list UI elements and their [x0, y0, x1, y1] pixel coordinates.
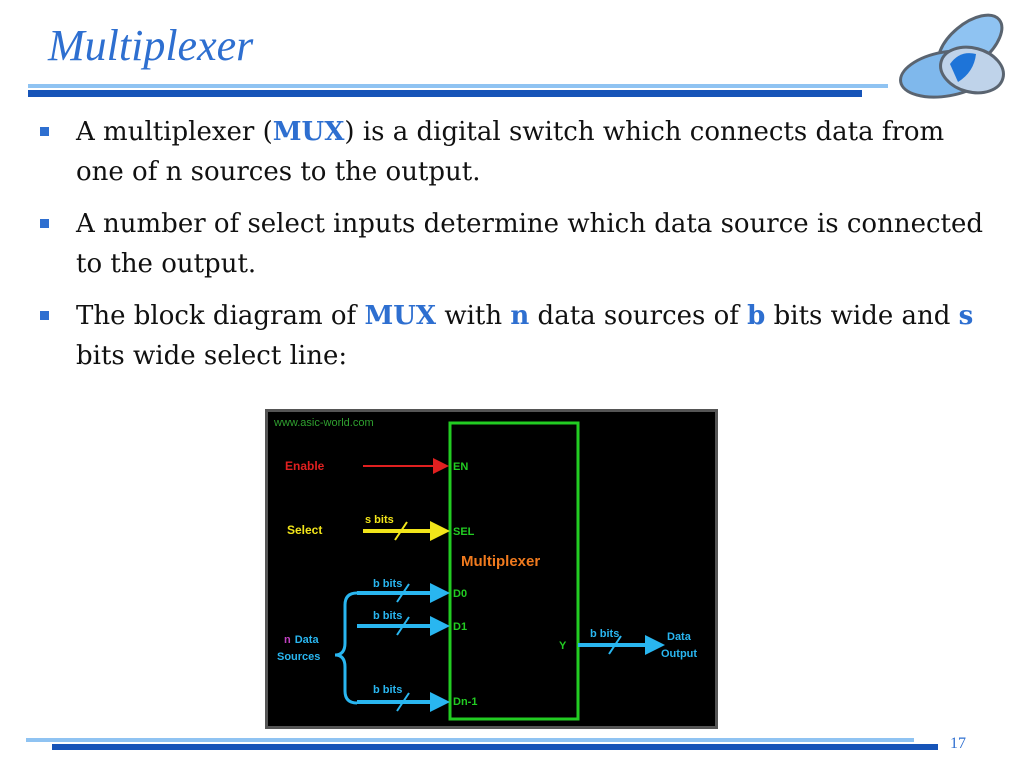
mux-block-title: Multiplexer [461, 553, 540, 570]
title-underline-dark [28, 90, 862, 97]
bullet-item: The block diagram of MUX with n data sou… [40, 296, 1000, 376]
bullet-text: A number of select inputs determine whic… [76, 209, 984, 279]
bullet-text: data sources of [529, 301, 748, 331]
bullet-item: A multiplexer (MUX) is a digital switch … [40, 112, 1000, 192]
title-underline-light [28, 84, 888, 88]
output-bus-slash [608, 635, 622, 655]
slide-title: Multiplexer [48, 21, 254, 70]
bullet-list: A multiplexer (MUX) is a digital switch … [40, 112, 1000, 388]
mux-block [448, 421, 580, 721]
bullet-text: with [436, 301, 511, 331]
output-label-line2: Output [661, 648, 697, 660]
page-number: 17 [950, 735, 966, 752]
sources-data-label: Data [295, 634, 320, 646]
dn-bus-slash [396, 692, 410, 712]
dn-width-label: b bits [373, 684, 402, 696]
port-en-label: EN [453, 461, 468, 473]
port-sel-label: SEL [453, 526, 475, 538]
bullet-text: bits wide select line: [76, 341, 348, 371]
d1-width-label: b bits [373, 610, 402, 622]
enable-label: Enable [285, 459, 325, 473]
mux-highlight: MUX [272, 117, 345, 147]
mux-block-diagram: www.asic-world.com Multiplexer Enable EN… [265, 409, 718, 729]
bullet-text: The block diagram of [76, 301, 365, 331]
overlapping-ellipses-logo-icon [899, 13, 1005, 99]
diagram-background [265, 409, 718, 729]
bullet-square-icon [40, 127, 49, 136]
bullet-square-icon [40, 311, 49, 320]
data-sources-brace [334, 591, 358, 705]
output-width-label: b bits [590, 628, 619, 640]
select-bus-slash [394, 521, 408, 541]
mux-highlight: MUX [364, 301, 437, 331]
sources-label-line2: Sources [277, 651, 320, 663]
bullet-item: A number of select inputs determine whic… [40, 204, 1000, 284]
sources-n-label: n [284, 634, 291, 646]
select-width-label: s bits [365, 514, 394, 526]
port-y-label: Y [559, 640, 567, 652]
select-label: Select [287, 523, 322, 537]
d0-width-label: b bits [373, 578, 402, 590]
port-d0-label: D0 [453, 588, 467, 600]
b-highlight: b [747, 301, 766, 331]
watermark-text: www.asic-world.com [273, 417, 374, 429]
d0-bus-slash [396, 583, 410, 603]
output-label-line1: Data [667, 631, 692, 643]
port-d1-label: D1 [453, 621, 467, 633]
bullet-text: A multiplexer ( [76, 117, 273, 147]
d1-bus-slash [396, 616, 410, 636]
bullet-text: bits wide and [765, 301, 959, 331]
n-highlight: n [510, 301, 530, 331]
footer-rule-dark [52, 744, 938, 750]
diagram-border [265, 409, 718, 729]
sources-label-line1: n Data [284, 634, 319, 646]
port-dn-label: Dn-1 [453, 696, 477, 708]
bullet-square-icon [40, 219, 49, 228]
s-highlight: s [958, 301, 974, 331]
bullet-text: ) is a digital switch which connects dat… [76, 117, 945, 187]
footer-rule-light [26, 738, 914, 742]
